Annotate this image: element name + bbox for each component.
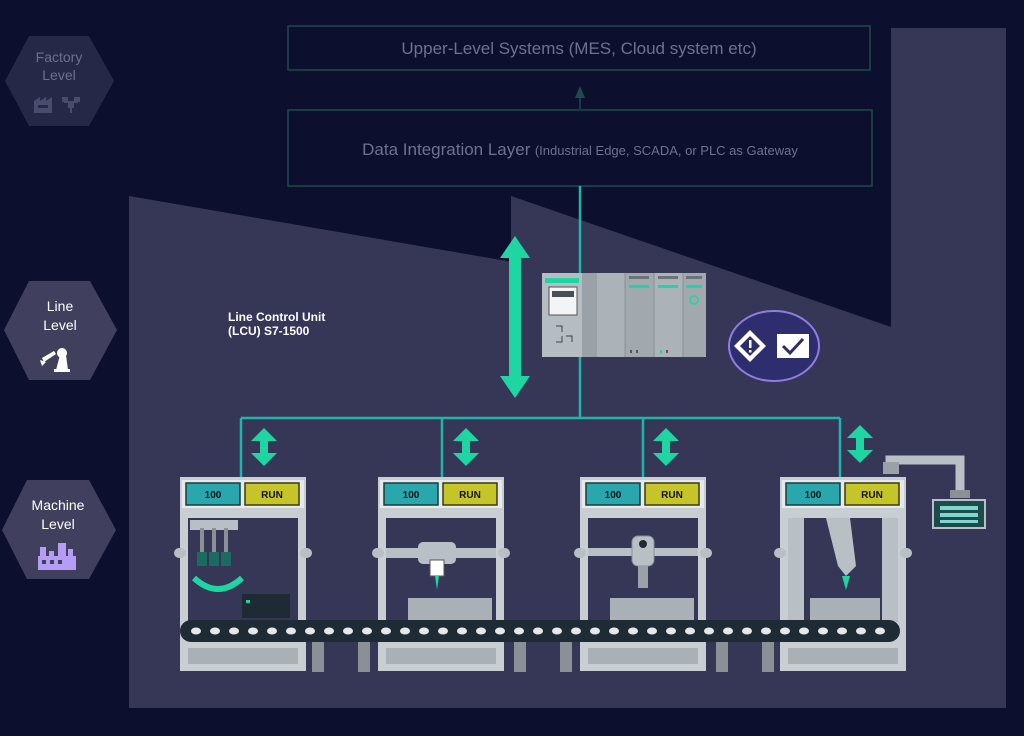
factory-level-hexagon: Factory Level <box>5 36 114 126</box>
machine-2-status: RUN <box>459 490 481 501</box>
factory-level-label-2: Level <box>42 67 75 83</box>
warning-diamond-icon <box>734 330 766 362</box>
machine-4-count-display <box>785 482 841 506</box>
machine-2-count: 100 <box>403 490 420 501</box>
machine-4-status: RUN <box>861 490 883 501</box>
machine-level-label-2: Level <box>41 516 74 532</box>
plc-s7-1500 <box>542 273 706 357</box>
factory-level-label: Factory <box>36 49 83 65</box>
machine-1-base <box>180 642 306 671</box>
machine-1-count: 100 <box>205 490 222 501</box>
checkmark-icon <box>777 334 809 358</box>
machine-3-count: 100 <box>605 490 622 501</box>
machine-4-base <box>780 642 906 671</box>
machine-level-hexagon: Machine Level <box>2 480 116 579</box>
machine-2-count-display <box>383 482 439 506</box>
data-integration-layer-label: Data Integration Layer (Industrial Edge,… <box>362 140 798 159</box>
hmi-panel <box>883 455 986 529</box>
machine-1-count-display <box>185 482 241 506</box>
conveyor-belt <box>180 620 900 672</box>
diagnostics-check-badge <box>728 310 820 382</box>
machine-3-status: RUN <box>661 490 683 501</box>
lcu-label: Line Control Unit(LCU) S7-1500 <box>228 310 325 338</box>
machine-4-count: 100 <box>805 490 822 501</box>
factory-icon <box>34 97 80 113</box>
line-level-label-2: Level <box>43 317 76 333</box>
machine-3-base <box>580 642 706 671</box>
machine-2-base <box>378 642 504 671</box>
machine-level-label: Machine <box>32 497 85 513</box>
machine-2: 100 RUN <box>372 477 510 671</box>
machine-1-status-display <box>244 482 300 506</box>
machine-3-status-display <box>644 482 700 506</box>
machine-2-status-display <box>442 482 498 506</box>
line-level-hexagon: Line Level <box>4 281 117 380</box>
upper-level-systems-box: Upper-Level Systems (MES, Cloud system e… <box>287 25 871 71</box>
machine-4-status-display <box>844 482 900 506</box>
data-integration-layer-box: Data Integration Layer (Industrial Edge,… <box>287 109 873 187</box>
upward-arrow <box>575 86 585 109</box>
machine-1-status: RUN <box>261 490 283 501</box>
line-level-label: Line <box>47 298 74 314</box>
lcu-data-double-arrow <box>500 236 530 398</box>
robot-arm-icon <box>40 348 70 372</box>
plant-icon <box>38 543 76 570</box>
machine-3-count-display <box>585 482 641 506</box>
upper-level-systems-label: Upper-Level Systems (MES, Cloud system e… <box>401 39 756 58</box>
